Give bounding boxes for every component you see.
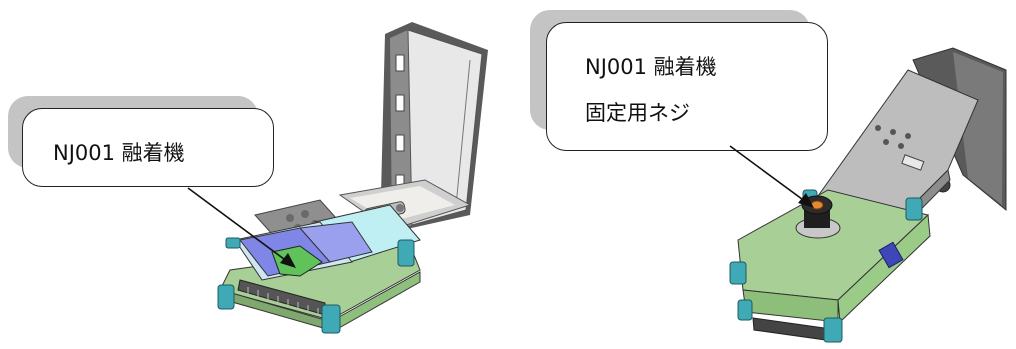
connector-strip	[237, 279, 326, 316]
callout-fixing-screw: NJ001 融着機 固定用ネジ	[546, 22, 828, 151]
fusion-unit-part	[271, 245, 323, 277]
callout-label-line-2: 固定用ネジ	[585, 101, 690, 125]
callout-label-line-1: NJ001 融着機	[585, 55, 717, 79]
callout-label: NJ001 融着機	[53, 141, 185, 165]
figure-fixing-screw-rear: NJ001 融着機 固定用ネジ	[508, 0, 1016, 349]
figure-fusion-unit-front: NJ001 融着機	[8, 22, 488, 334]
green-body	[219, 244, 421, 321]
corner-bumpers	[217, 237, 415, 334]
callout-arrow	[187, 187, 296, 268]
device-illustration-front	[187, 22, 488, 334]
device-illustration-rear	[729, 47, 1007, 343]
callout-arrow	[729, 145, 814, 208]
vertical-bracket	[380, 22, 488, 235]
callout-fusion-unit: NJ001 融着機	[22, 108, 274, 187]
